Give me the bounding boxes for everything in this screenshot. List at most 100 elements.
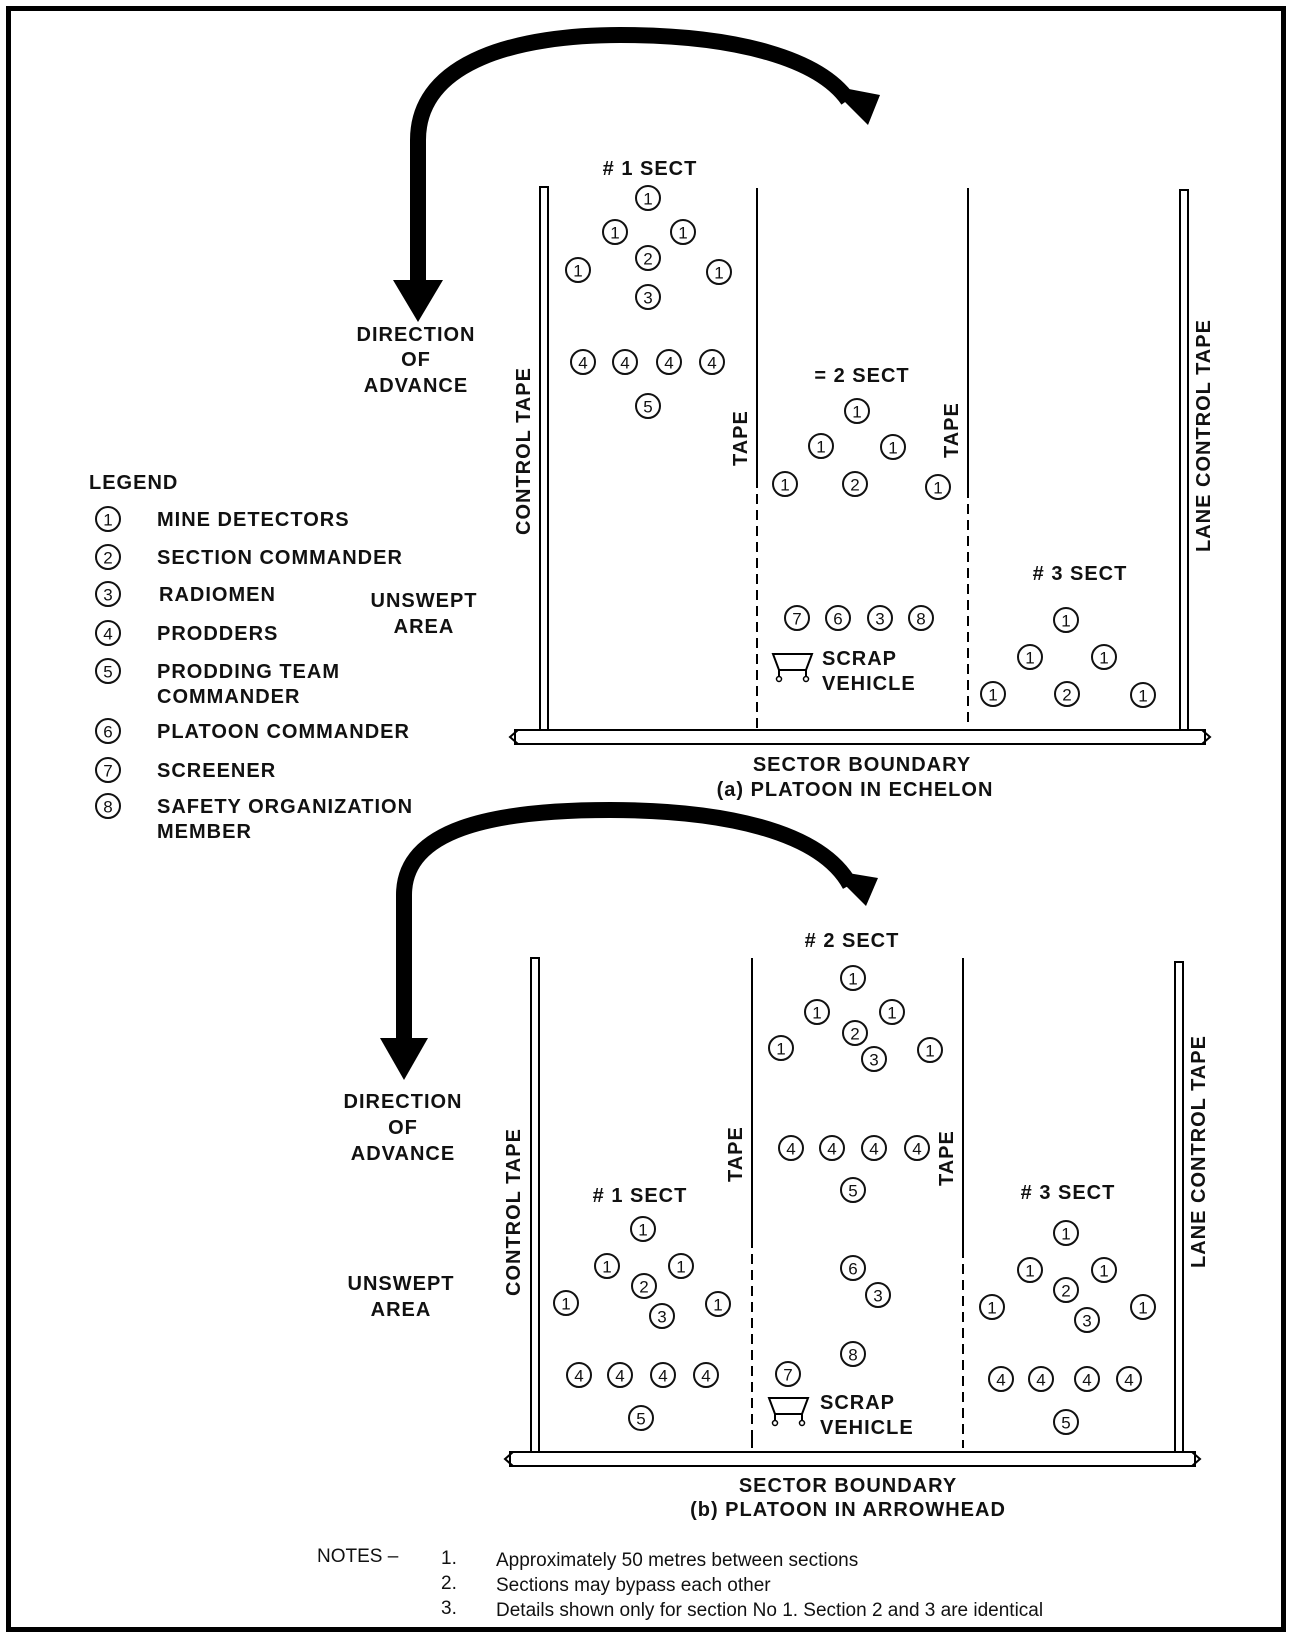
marker-b-38: 4 xyxy=(1116,1366,1142,1392)
svg-text:1: 1 xyxy=(888,439,897,458)
svg-text:4: 4 xyxy=(615,1367,624,1386)
svg-text:4: 4 xyxy=(827,1140,836,1159)
marker-a-16: 1 xyxy=(772,471,798,497)
marker-a-25: 1 xyxy=(980,681,1006,707)
svg-text:1: 1 xyxy=(925,1042,934,1061)
marker-b-12: 6 xyxy=(840,1255,866,1281)
arrow-tail-b xyxy=(830,870,878,906)
arrow-tail-a xyxy=(828,85,880,125)
unswept-label-a-line2: AREA xyxy=(394,616,455,638)
note-1-text: Approximately 50 metres between sections xyxy=(496,1550,858,1571)
legend-marker-3: 3 xyxy=(95,581,121,607)
direction-label-b-line1: DIRECTION xyxy=(344,1091,463,1113)
notes: NOTES – 1. Approximately 50 metres betwe… xyxy=(317,1546,1043,1621)
direction-arrowhead-a xyxy=(393,280,443,322)
svg-text:4: 4 xyxy=(786,1140,795,1159)
marker-b-0: 1 xyxy=(840,965,866,991)
notes-label: NOTES – xyxy=(317,1546,399,1567)
tape1-label-a: TAPE xyxy=(730,410,752,466)
marker-b-33: 1 xyxy=(979,1294,1005,1320)
marker-b-10: 4 xyxy=(904,1135,930,1161)
note-2-number: 2. xyxy=(441,1573,457,1594)
legend-label-5: PRODDING TEAM xyxy=(157,661,340,683)
sect2-label-b: # 2 SECT xyxy=(805,930,900,952)
control-tape-label-a: CONTROL TAPE xyxy=(513,367,535,535)
svg-text:2: 2 xyxy=(850,476,859,495)
svg-text:7: 7 xyxy=(792,610,801,629)
note-1-number: 1. xyxy=(441,1548,457,1569)
marker-b-20: 3 xyxy=(649,1303,675,1329)
svg-text:2: 2 xyxy=(103,549,112,568)
marker-a-14: 1 xyxy=(880,434,906,460)
marker-b-18: 1 xyxy=(668,1253,694,1279)
marker-b-30: 1 xyxy=(1091,1257,1117,1283)
svg-text:2: 2 xyxy=(1062,686,1071,705)
legend-label-5-line2: COMMANDER xyxy=(157,686,300,708)
sect3-label-a: # 3 SECT xyxy=(1033,563,1128,585)
marker-a-11: 5 xyxy=(635,393,661,419)
legend-marker-8: 8 xyxy=(95,793,121,819)
svg-text:4: 4 xyxy=(103,625,112,644)
svg-text:1: 1 xyxy=(103,511,112,530)
marker-a-3: 2 xyxy=(635,245,661,271)
marker-a-0: 1 xyxy=(635,185,661,211)
direction-label-a-line1: DIRECTION xyxy=(357,324,476,346)
svg-text:5: 5 xyxy=(848,1182,857,1201)
lane-control-tape-line-a xyxy=(1179,189,1189,731)
legend-label-8: SAFETY ORGANIZATION xyxy=(157,796,413,818)
svg-text:3: 3 xyxy=(1082,1312,1091,1331)
marker-b-15: 7 xyxy=(775,1361,801,1387)
svg-text:1: 1 xyxy=(1061,1225,1070,1244)
svg-text:1: 1 xyxy=(638,1221,647,1240)
marker-b-4: 3 xyxy=(861,1046,887,1072)
svg-text:4: 4 xyxy=(701,1367,710,1386)
svg-text:1: 1 xyxy=(1138,687,1147,706)
tape2-label-b: TAPE xyxy=(936,1130,958,1186)
scrap-label-b-line2: VEHICLE xyxy=(820,1417,914,1439)
legend-marker-2: 2 xyxy=(95,544,121,570)
boundary-break-left-b xyxy=(503,1451,514,1467)
sector-boundary-bar-b xyxy=(509,1451,1196,1467)
unswept-label-a-line1: UNSWEPT xyxy=(371,590,478,612)
svg-text:4: 4 xyxy=(912,1140,921,1159)
svg-text:6: 6 xyxy=(833,610,842,629)
direction-arrowhead-b xyxy=(380,1038,428,1080)
svg-text:1: 1 xyxy=(713,1296,722,1315)
sect1-label-b: # 1 SECT xyxy=(593,1185,688,1207)
lane-control-tape-label-b: LANE CONTROL TAPE xyxy=(1188,1035,1210,1268)
svg-text:2: 2 xyxy=(1061,1282,1070,1301)
marker-a-10: 4 xyxy=(699,349,725,375)
scrap-label-a-line2: VEHICLE xyxy=(822,673,916,695)
svg-text:1: 1 xyxy=(780,476,789,495)
svg-text:8: 8 xyxy=(916,610,925,629)
unswept-label-b-line1: UNSWEPT xyxy=(348,1273,455,1295)
diagram-a: DIRECTION OF ADVANCE UNSWEPT AREA CONTRO… xyxy=(357,26,1215,801)
marker-a-8: 4 xyxy=(612,349,638,375)
svg-text:7: 7 xyxy=(103,762,112,781)
marker-a-24: 1 xyxy=(1091,644,1117,670)
svg-text:4: 4 xyxy=(996,1371,1005,1390)
svg-text:2: 2 xyxy=(850,1025,859,1044)
svg-text:8: 8 xyxy=(848,1346,857,1365)
marker-b-3: 2 xyxy=(842,1020,868,1046)
svg-text:6: 6 xyxy=(848,1260,857,1279)
svg-text:2: 2 xyxy=(643,250,652,269)
boundary-break-left-a xyxy=(508,729,519,745)
svg-text:1: 1 xyxy=(887,1004,896,1023)
legend-label-4: PRODDERS xyxy=(157,623,278,645)
svg-text:3: 3 xyxy=(643,289,652,308)
caption-a: (a) PLATOON IN ECHELON xyxy=(717,779,994,801)
marker-b-19: 2 xyxy=(631,1273,657,1299)
svg-text:1: 1 xyxy=(1099,1262,1108,1281)
legend-label-8-line2: MEMBER xyxy=(157,821,252,843)
legend-marker-1: 1 xyxy=(95,506,121,532)
marker-b-23: 4 xyxy=(566,1362,592,1388)
svg-text:1: 1 xyxy=(776,1040,785,1059)
svg-text:1: 1 xyxy=(602,1258,611,1277)
marker-b-2: 1 xyxy=(879,999,905,1025)
scrap-label-b-line1: SCRAP xyxy=(820,1392,895,1414)
svg-text:3: 3 xyxy=(869,1051,878,1070)
